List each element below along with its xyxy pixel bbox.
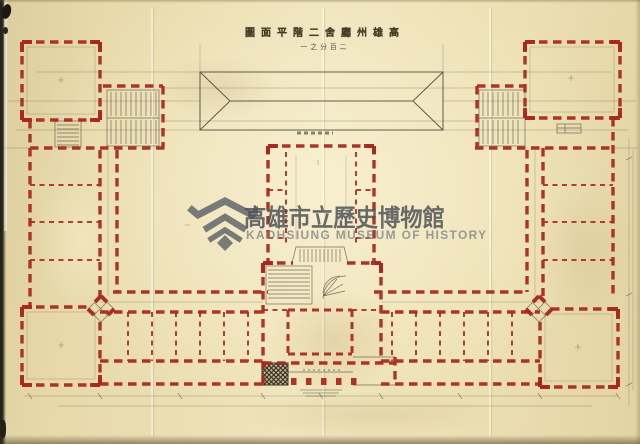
hall-roof-plan (199, 71, 444, 131)
scan-edge-left-highlight (4, 0, 7, 231)
paper-stain (34, 176, 124, 306)
scan-edge-bottom (0, 435, 640, 444)
paper-stain (536, 176, 632, 326)
room-inner-lines (26, 46, 615, 382)
inner-room-walls (286, 308, 354, 356)
scan-edge-top (0, 0, 640, 3)
paper-fold-line (151, 8, 153, 436)
paper-stain (235, 392, 505, 436)
scan-edge-left (0, 0, 6, 444)
entrance-steps (300, 389, 342, 397)
pencil-marks (58, 75, 581, 350)
paper-fold-line (322, 8, 324, 436)
wall-corner-joints (20, 40, 622, 389)
drawing-scale-note: 一之分百二 (300, 44, 350, 51)
turret-diamonds (87, 295, 553, 323)
porch-columns (291, 378, 357, 385)
scan-edge-right (635, 0, 640, 444)
drawing-title: 圖面平階二舍廳州雄高 (245, 28, 405, 39)
paper-stain (158, 56, 278, 120)
scan-blemish (3, 27, 8, 34)
stairwell-hatch (261, 362, 289, 386)
stair-details (54, 89, 582, 386)
paper-fold-line (489, 8, 491, 436)
scan-blemish (0, 420, 6, 438)
